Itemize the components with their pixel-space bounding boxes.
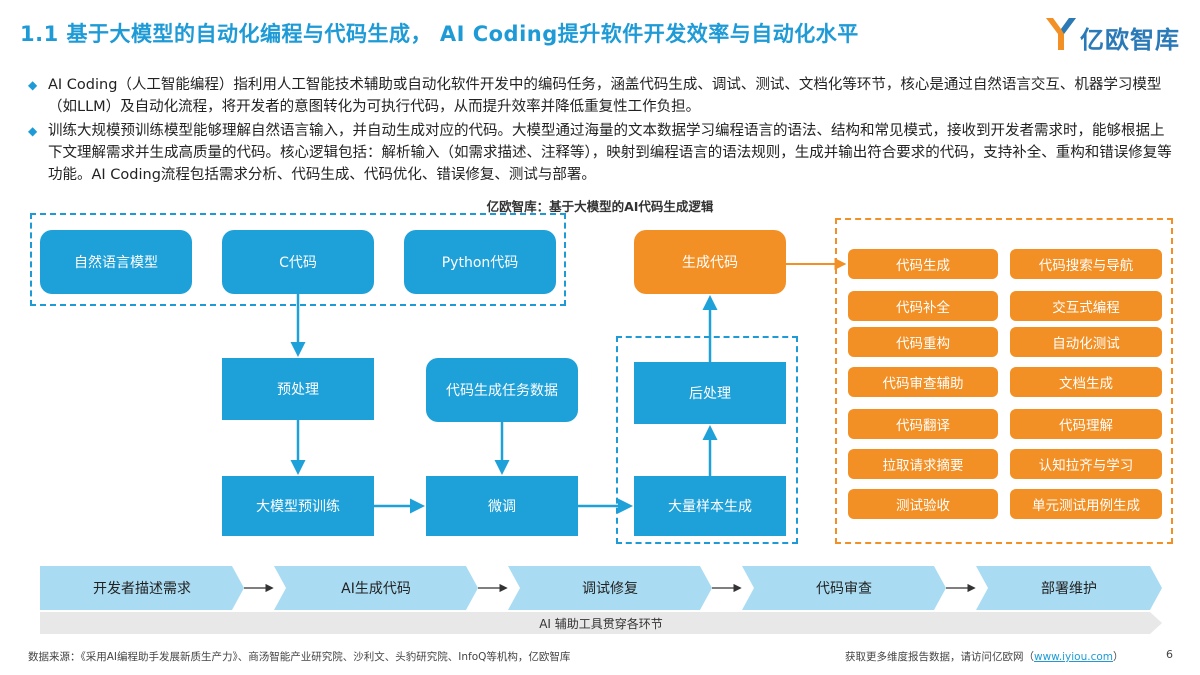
diamond-bullet-icon: ◆ [28,78,38,92]
preprocess-box: 预处理 [222,358,374,420]
flow-step: 部署维护 [976,566,1162,610]
logo: 亿欧智库 [1044,14,1184,54]
input-python-code: Python代码 [404,230,556,294]
capability-item: 文档生成 [1010,367,1162,397]
capability-item: 代码搜索与导航 [1010,249,1162,279]
postprocess-box: 后处理 [634,362,786,424]
capability-item: 测试验收 [848,489,998,519]
ai-assist-bar: AI 辅助工具贯穿各环节 [40,612,1162,634]
capability-item: 认知拉齐与学习 [1010,449,1162,479]
logo-icon [1046,18,1076,50]
pretrain-box: 大模型预训练 [222,476,374,536]
capability-item: 交互式编程 [1010,291,1162,321]
bullet-text: AI Coding（人工智能编程）指利用人工智能技术辅助或自动化软件开发中的编码… [48,77,1162,115]
source-note: 数据来源：《采用AI编程助手发展新质生产力》、商汤智能产业研究院、沙利文、头豹研… [28,651,571,663]
more-info-close: ） [1113,651,1124,663]
postprocess-group-frame [616,336,798,544]
more-info-note: 获取更多维度报告数据，请访问亿欧网（www.iyiou.com） [845,649,1124,664]
task-data-box: 代码生成任务数据 [426,358,578,422]
page-title: 1.1 基于大模型的自动化编程与代码生成， AI Coding提升软件开发效率与… [20,22,859,46]
diamond-bullet-icon: ◆ [28,124,38,138]
capability-item: 自动化测试 [1010,327,1162,357]
capability-item: 单元测试用例生成 [1010,489,1162,519]
capability-item: 代码审查辅助 [848,367,998,397]
bullet-text: 训练大规模预训练模型能够理解自然语言输入，并自动生成对应的代码。大模型通过海量的… [48,123,1172,183]
capability-item: 代码理解 [1010,409,1162,439]
bullet-item: ◆ 训练大规模预训练模型能够理解自然语言输入，并自动生成对应的代码。大模型通过海… [28,120,1178,186]
bullet-item: ◆ AI Coding（人工智能编程）指利用人工智能技术辅助或自动化软件开发中的… [28,74,1178,118]
capability-item: 拉取请求摘要 [848,449,998,479]
capabilities-group-frame [835,218,1173,544]
more-info-text: 获取更多维度报告数据，请访问亿欧网（ [845,651,1034,663]
logo-text: 亿欧智库 [1080,26,1180,54]
capability-item: 代码补全 [848,291,998,321]
intro-bullets: ◆ AI Coding（人工智能编程）指利用人工智能技术辅助或自动化软件开发中的… [28,74,1178,188]
finetune-box: 微调 [426,476,578,536]
flow-step-label: 调试修复 [582,581,638,597]
flow-step: 调试修复 [508,566,712,610]
ai-assist-bar-label: AI 辅助工具贯穿各环节 [539,616,663,631]
flow-step-label: 开发者描述需求 [93,581,191,597]
capability-item: 代码翻译 [848,409,998,439]
flow-step: 代码审查 [742,566,946,610]
input-c-code: C代码 [222,230,374,294]
capability-item: 代码重构 [848,327,998,357]
input-nl-model: 自然语言模型 [40,230,192,294]
flow-step: 开发者描述需求 [40,566,244,610]
flow-step-label: AI生成代码 [341,581,411,597]
page-number: 6 [1166,648,1173,661]
diagram-title: 亿欧智库：基于大模型的AI代码生成逻辑 [486,199,714,214]
generated-code-box: 生成代码 [634,230,786,294]
capability-item: 代码生成 [848,249,998,279]
flow-step: AI生成代码 [274,566,478,610]
sample-gen-box: 大量样本生成 [634,476,786,536]
flow-step-label: 代码审查 [816,581,872,597]
website-link[interactable]: www.iyiou.com [1034,651,1114,663]
flow-step-label: 部署维护 [1041,581,1097,597]
